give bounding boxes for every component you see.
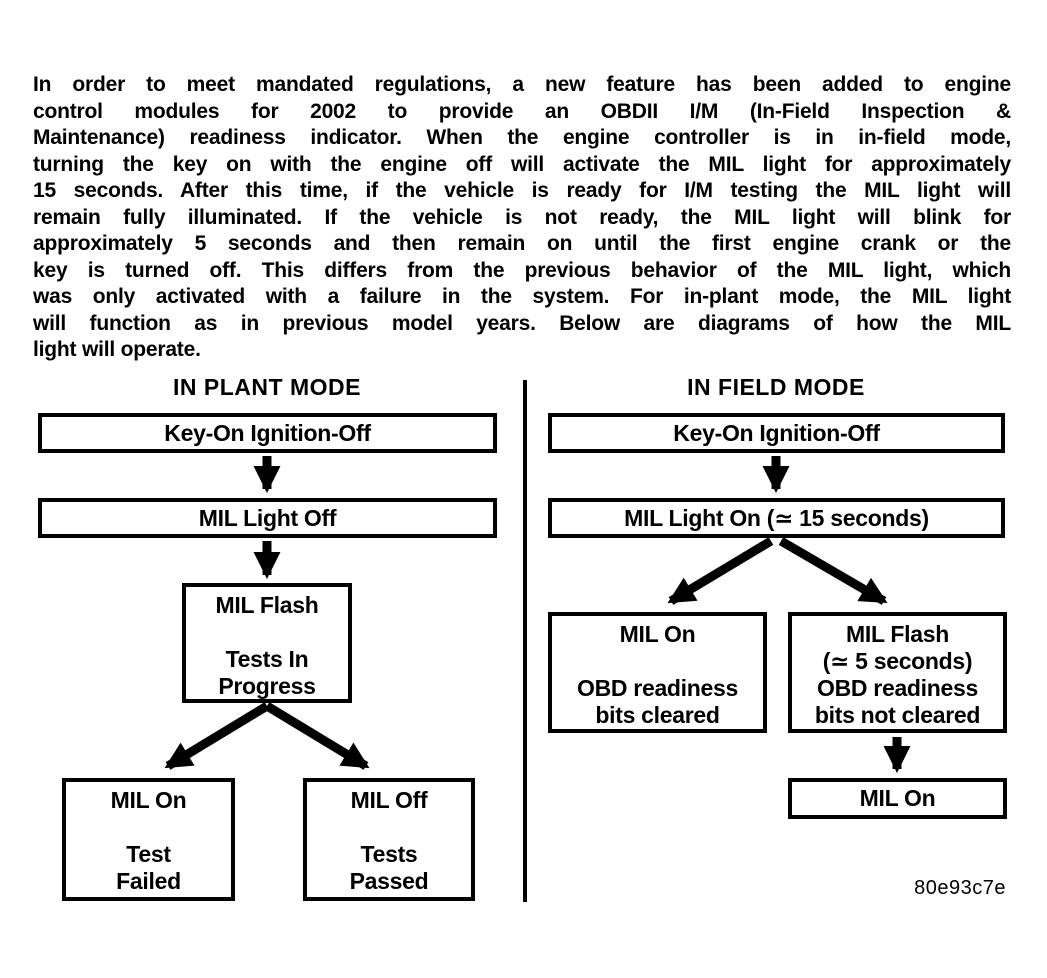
flow-box-line: Tests In — [225, 646, 309, 672]
flow-box-line: bits cleared — [595, 702, 720, 728]
flow-box-line — [66, 814, 231, 841]
paragraph-line: approximately 5 seconds and then remain … — [33, 232, 1011, 255]
flow-box-label: MIL On — [859, 785, 936, 811]
figure-code: 80e93c7e — [914, 877, 1006, 899]
paragraph-line: remain fully illuminated. If the vehicle… — [33, 205, 1011, 229]
flow-box-line: MIL Flash — [846, 621, 949, 647]
flow-box-line: MIL On — [110, 787, 187, 813]
flow-box-line — [552, 648, 763, 675]
paragraph-line: In order to meet mandated regulations, a… — [33, 73, 1011, 96]
flow-arrow-plant-milflash-to-test-failed — [164, 702, 270, 770]
flow-box-line: OBD readiness — [577, 675, 738, 701]
flow-box-plant-key-on-ignition-off: Key-On Ignition-Off — [38, 413, 497, 453]
mode-divider-line — [523, 380, 527, 902]
paragraph-line: will function as in previous model years… — [33, 311, 1011, 335]
flow-box-field-mil-light-on-15-seconds: MIL Light On (≃ 15 seconds) — [548, 498, 1005, 538]
flow-box-line: OBD readiness — [817, 675, 978, 701]
flow-box-line — [307, 814, 471, 841]
body-paragraph: In order to meet mandated regulations, a… — [33, 72, 1011, 364]
flow-arrow-field-millighton-to-bits-cleared — [667, 537, 774, 605]
flow-box-line — [186, 619, 348, 646]
paragraph-line: light will operate. — [33, 338, 201, 361]
flow-box-label: MIL Light On (≃ 15 seconds) — [624, 504, 929, 531]
flow-box-line: MIL On — [619, 621, 696, 647]
flow-box-line: Test — [126, 841, 171, 867]
flow-box-plant-mil-on-test-failed: MIL On Test Failed — [62, 778, 235, 901]
flow-box-line: Failed — [116, 868, 181, 894]
flow-box-plant-mil-light-off: MIL Light Off — [38, 498, 497, 538]
in-plant-mode-title: IN PLANT MODE — [173, 374, 361, 400]
flow-box-plant-mil-flash-tests-in-progress: MIL Flash Tests In Progress — [182, 583, 352, 703]
flow-box-label: Key-On Ignition-Off — [673, 419, 880, 446]
flow-box-line: Progress — [218, 673, 316, 699]
flow-box-field-mil-on-final: MIL On — [788, 778, 1007, 819]
paragraph-line: was only activated with a failure in the… — [33, 285, 1011, 308]
flow-box-field-mil-flash-obd-bits-not-cleared: MIL Flash (≃ 5 seconds) OBD readiness bi… — [788, 612, 1007, 733]
flow-box-line: Passed — [349, 868, 429, 894]
flow-box-plant-mil-off-tests-passed: MIL Off Tests Passed — [303, 778, 475, 901]
flow-box-label: MIL Light Off — [198, 504, 337, 531]
flow-box-line: Tests — [360, 841, 418, 867]
flow-arrow-plant-milflash-to-tests-passed — [264, 702, 370, 770]
paragraph-line: control modules for 2002 to provide an O… — [33, 99, 1011, 123]
flow-box-line: bits not cleared — [814, 702, 981, 728]
flow-box-line: MIL Off — [350, 787, 428, 813]
paragraph-line: key is turned off. This differs from the… — [33, 258, 1011, 282]
flow-box-field-mil-on-obd-bits-cleared: MIL On OBD readiness bits cleared — [548, 612, 767, 733]
paragraph-line: 15 seconds. After this time, if the vehi… — [33, 179, 1011, 202]
flow-box-label: Key-On Ignition-Off — [164, 419, 371, 446]
paragraph-line: turning the key on with the engine off w… — [33, 152, 1011, 176]
flow-box-line: (≃ 5 seconds) — [822, 648, 973, 674]
paragraph-line: Maintenance) readiness indicator. When t… — [33, 126, 1011, 149]
flow-box-field-key-on-ignition-off: Key-On Ignition-Off — [548, 413, 1005, 453]
in-field-mode-title: IN FIELD MODE — [687, 374, 865, 400]
flow-box-line: MIL Flash — [215, 592, 319, 618]
flow-arrow-field-millighton-to-bits-not-cleared — [778, 537, 888, 605]
